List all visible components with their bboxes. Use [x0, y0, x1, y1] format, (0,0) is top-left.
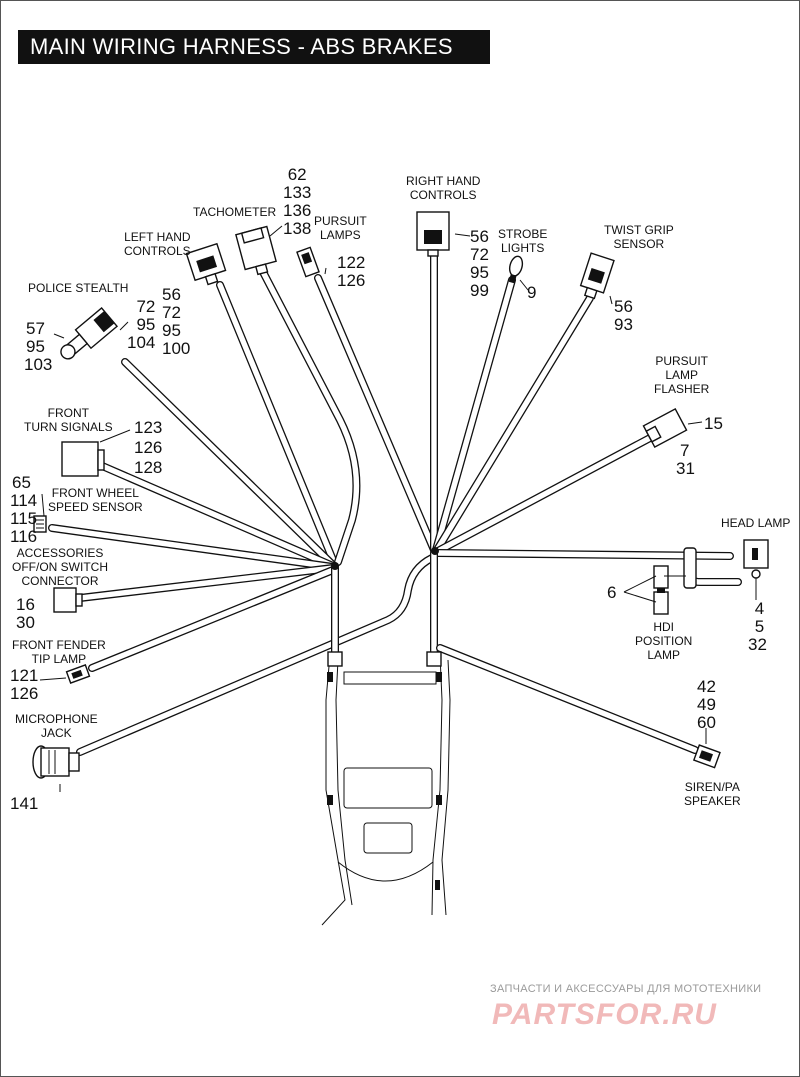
- hdi-position-lamp-ref: 6: [607, 583, 617, 602]
- front-wheel-speed-sensor-refs: 65 114 115 116: [10, 473, 38, 546]
- police-stealth-refs-left: 57 95 103: [24, 319, 53, 374]
- hdi-position-lamp-label: HDI POSITION LAMP: [635, 620, 693, 662]
- pursuit-lamps-label: PURSUIT LAMPS: [314, 214, 367, 242]
- twist-grip-sensor-connector: [579, 252, 615, 300]
- right-hand-controls-label: RIGHT HAND CONTROLS: [406, 174, 481, 202]
- pursuit-lamps-refs: 122 126: [337, 253, 366, 290]
- wire-front-fender-tip-lamp: [88, 566, 337, 672]
- police-stealth-label: POLICE STEALTH: [28, 281, 129, 295]
- head-lamp-clamps: [683, 547, 697, 589]
- wire-pursuit-lamp-flasher: [434, 434, 654, 555]
- right-hand-controls-connector: [416, 211, 450, 257]
- microphone-jack-connector: [32, 745, 80, 779]
- microphone-jack-label: MICROPHONE JACK: [15, 712, 98, 740]
- accessories-switch-refs: 16 30: [16, 595, 35, 632]
- wire-junctions: [327, 547, 442, 667]
- wire-siren-pa-speaker: [436, 644, 699, 754]
- head-lamp-connector: [743, 539, 769, 579]
- wire-left-hand-controls: [216, 281, 339, 569]
- wire-twist-grip-sensor: [433, 294, 594, 554]
- left-hand-controls-connector: [185, 242, 227, 286]
- wire-pursuit-lamps: [314, 274, 438, 554]
- siren-pa-speaker-refs: 42 49 60: [697, 677, 716, 732]
- wire-police-stealth: [121, 358, 338, 570]
- front-fender-tip-lamp-label: FRONT FENDER TIP LAMP: [12, 638, 106, 666]
- head-lamp-label: HEAD LAMP: [721, 516, 791, 530]
- pursuit-lamp-flasher-connector: [642, 408, 688, 448]
- wire-front-turn-signals: [96, 461, 337, 570]
- hdi-position-lamp-connector: [653, 565, 686, 615]
- front-turn-signals-label: FRONT TURN SIGNALS: [24, 406, 113, 434]
- front-fender-tip-lamp-connector: [65, 664, 91, 684]
- watermark-logo: PARTSFOR.RU: [492, 998, 717, 1031]
- wire-accessories-switch: [76, 564, 337, 602]
- front-wheel-speed-sensor-connector: [33, 515, 47, 533]
- wire-microphone-jack: [76, 554, 436, 756]
- front-wheel-speed-sensor-label: FRONT WHEEL SPEED SENSOR: [48, 486, 143, 514]
- left-hand-controls-label: LEFT HAND CONTROLS: [124, 230, 191, 258]
- police-stealth-refs-right: 72 95 104: [127, 297, 156, 352]
- wire-strobe-lights: [432, 276, 516, 554]
- front-turn-signals-connector: [61, 441, 105, 477]
- accessories-switch-connector: [53, 587, 83, 613]
- head-lamp-refs: 4 5 32: [748, 599, 767, 654]
- pursuit-lamp-flasher-label: PURSUIT LAMP FLASHER: [654, 354, 710, 396]
- microphone-jack-ref: 141: [10, 794, 39, 813]
- siren-pa-speaker-label: SIREN/PA SPEAKER: [684, 780, 741, 808]
- tachometer-connector: [235, 225, 277, 276]
- wire-front-wheel-speed-sensor: [48, 524, 337, 571]
- tachometer-label: TACHOMETER: [193, 205, 277, 219]
- strobe-lights-connector: [508, 255, 524, 284]
- left-hand-controls-refs: 56 72 95 100: [162, 285, 191, 358]
- diagram-title: MAIN WIRING HARNESS - ABS BRAKES: [18, 30, 490, 64]
- frame-outline: [321, 654, 451, 926]
- accessories-switch-label: ACCESSORIES OFF/ON SWITCH CONNECTOR: [12, 546, 108, 588]
- pursuit-lamp-flasher-ref-15: 15: [704, 414, 723, 433]
- tachometer-refs: 62 133 136 138: [283, 165, 312, 238]
- pursuit-lamp-flasher-refs: 7 31: [676, 441, 695, 478]
- police-stealth-connector: [60, 306, 119, 360]
- siren-pa-speaker-connector: [692, 744, 721, 769]
- leader-lines: [39, 225, 757, 792]
- watermark-caption: ЗАПЧАСТИ И АКСЕССУАРЫ ДЛЯ МОТОТЕХНИКИ: [490, 983, 762, 995]
- right-hand-controls-refs: 56 72 95 99: [470, 227, 489, 300]
- strobe-lights-refs: 9: [527, 283, 537, 302]
- wire-tachometer: [258, 266, 361, 566]
- front-turn-signals-refs: 123 126 128: [134, 418, 163, 477]
- twist-grip-sensor-label: TWIST GRIP SENSOR: [604, 223, 674, 251]
- twist-grip-sensor-refs: 56 93: [614, 297, 633, 334]
- strobe-lights-label: STROBE LIGHTS: [498, 227, 548, 255]
- pursuit-lamps-connector: [296, 246, 320, 278]
- front-fender-tip-lamp-refs: 121 126: [10, 666, 39, 703]
